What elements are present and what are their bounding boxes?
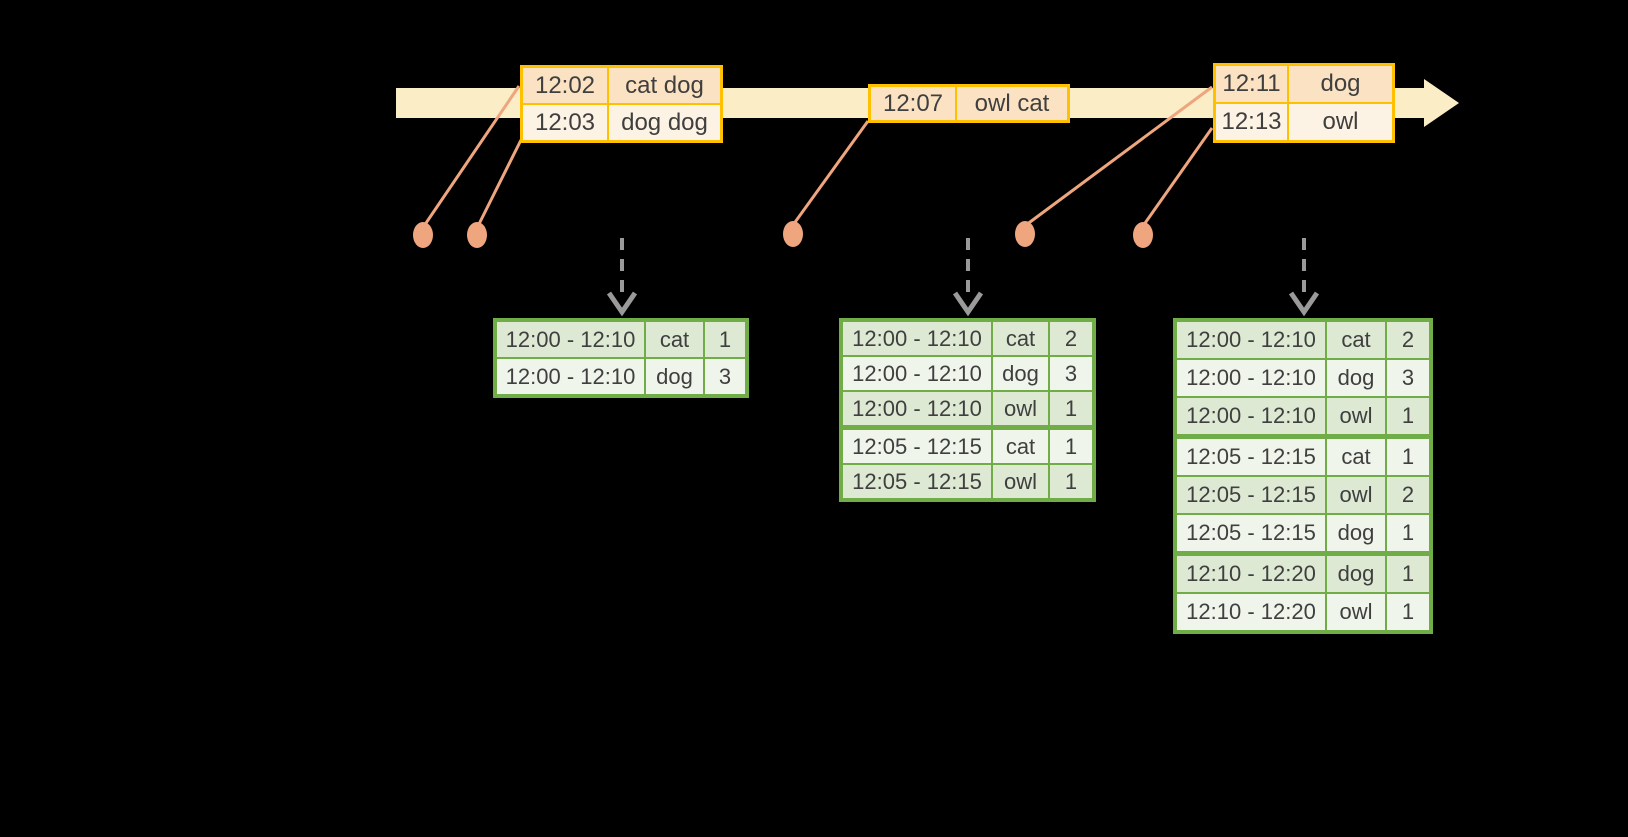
- trigger-arrows: [606, 238, 1320, 317]
- key-cell: cat: [993, 322, 1048, 355]
- result-row: 12:10 - 12:20 dog 1: [1177, 556, 1429, 592]
- window-cell: 12:00 - 12:10: [497, 359, 644, 394]
- window-cell: 12:00 - 12:10: [1177, 322, 1325, 358]
- trigger-arrowhead-icon: [606, 291, 638, 317]
- window-cell: 12:00 - 12:10: [1177, 398, 1325, 434]
- key-cell: cat: [993, 430, 1048, 463]
- count-cell: 2: [1387, 322, 1429, 358]
- event-value-cell: cat dog: [609, 68, 720, 103]
- key-cell: dog: [1327, 360, 1385, 396]
- key-cell: cat: [1327, 322, 1385, 358]
- window-cell: 12:00 - 12:10: [497, 322, 644, 357]
- result-row: 12:00 - 12:10 cat 1: [497, 322, 745, 357]
- event-marker-dots: [413, 221, 1153, 248]
- event-time-cell: 12:02: [523, 68, 607, 103]
- result-row: 12:05 - 12:15 owl 1: [843, 465, 1092, 498]
- key-cell: dog: [1327, 515, 1385, 551]
- event-time-cell: 12:03: [523, 105, 607, 140]
- event-time-cell: 12:13: [1216, 104, 1287, 140]
- key-cell: owl: [1327, 477, 1385, 513]
- event-row: 12:13 owl: [1216, 104, 1392, 140]
- result-row: 12:00 - 12:10 owl 1: [843, 392, 1092, 425]
- event-table-2: 12:07 owl cat: [868, 84, 1070, 123]
- result-row: 12:05 - 12:15 cat 1: [843, 430, 1092, 463]
- window-cell: 12:00 - 12:10: [843, 357, 991, 390]
- count-cell: 3: [1050, 357, 1092, 390]
- result-row: 12:00 - 12:10 dog 3: [1177, 360, 1429, 396]
- count-cell: 1: [1387, 515, 1429, 551]
- count-cell: 1: [1387, 398, 1429, 434]
- event-table-1: 12:02 cat dog 12:03 dog dog: [520, 65, 723, 143]
- result-row: 12:10 - 12:20 owl 1: [1177, 594, 1429, 630]
- key-cell: owl: [1327, 594, 1385, 630]
- count-cell: 1: [1050, 430, 1092, 463]
- window-cell: 12:00 - 12:10: [843, 392, 991, 425]
- window-cell: 12:05 - 12:15: [843, 430, 991, 463]
- leader-line-3: [791, 120, 870, 226]
- event-time-cell: 12:11: [1216, 66, 1287, 102]
- leader-line-2: [476, 139, 523, 227]
- key-cell: owl: [993, 465, 1048, 498]
- count-cell: 1: [1387, 556, 1429, 592]
- leader-line-4: [1025, 85, 1213, 227]
- result-row: 12:00 - 12:10 dog 3: [843, 357, 1092, 390]
- result-row: 12:00 - 12:10 cat 2: [1177, 322, 1429, 358]
- event-leader-lines: [422, 85, 1214, 227]
- count-cell: 1: [1387, 439, 1429, 475]
- event-dot-icon: [783, 221, 803, 247]
- window-cell: 12:10 - 12:20: [1177, 556, 1325, 592]
- leader-line-5: [1141, 127, 1214, 227]
- result-row: 12:05 - 12:15 owl 2: [1177, 477, 1429, 513]
- window-cell: 12:10 - 12:20: [1177, 594, 1325, 630]
- window-cell: 12:05 - 12:15: [1177, 439, 1325, 475]
- timeline-arrowhead-icon: [1424, 79, 1459, 127]
- trigger-arrowhead-icon: [1288, 291, 1320, 317]
- event-row: 12:11 dog: [1216, 66, 1392, 102]
- key-cell: owl: [1327, 398, 1385, 434]
- result-row: 12:05 - 12:15 cat 1: [1177, 439, 1429, 475]
- count-cell: 1: [1050, 392, 1092, 425]
- event-value-cell: owl: [1289, 104, 1392, 140]
- result-row: 12:00 - 12:10 owl 1: [1177, 398, 1429, 434]
- count-cell: 3: [705, 359, 745, 394]
- event-value-cell: dog dog: [609, 105, 720, 140]
- window-cell: 12:00 - 12:10: [843, 322, 991, 355]
- window-cell: 12:05 - 12:15: [1177, 477, 1325, 513]
- result-table-2: 12:00 - 12:10 cat 2 12:00 - 12:10 dog 3 …: [839, 318, 1096, 502]
- result-row: 12:00 - 12:10 dog 3: [497, 359, 745, 394]
- result-row: 12:05 - 12:15 dog 1: [1177, 515, 1429, 551]
- window-cell: 12:05 - 12:15: [843, 465, 991, 498]
- key-cell: owl: [993, 392, 1048, 425]
- event-value-cell: owl cat: [957, 87, 1067, 120]
- event-dot-icon: [1133, 222, 1153, 248]
- window-cell: 12:00 - 12:10: [1177, 360, 1325, 396]
- key-cell: dog: [993, 357, 1048, 390]
- event-dot-icon: [1015, 221, 1035, 247]
- event-dot-icon: [467, 222, 487, 248]
- result-table-3: 12:00 - 12:10 cat 2 12:00 - 12:10 dog 3 …: [1173, 318, 1433, 634]
- key-cell: cat: [1327, 439, 1385, 475]
- count-cell: 3: [1387, 360, 1429, 396]
- count-cell: 1: [1387, 594, 1429, 630]
- leader-line-1: [422, 85, 521, 227]
- count-cell: 1: [1050, 465, 1092, 498]
- event-table-3: 12:11 dog 12:13 owl: [1213, 63, 1395, 143]
- result-table-1: 12:00 - 12:10 cat 1 12:00 - 12:10 dog 3: [493, 318, 749, 398]
- key-cell: dog: [1327, 556, 1385, 592]
- trigger-arrowhead-icon: [952, 291, 984, 317]
- event-row: 12:07 owl cat: [871, 87, 1067, 120]
- event-value-cell: dog: [1289, 66, 1392, 102]
- event-time-cell: 12:07: [871, 87, 955, 120]
- key-cell: dog: [646, 359, 703, 394]
- count-cell: 2: [1387, 477, 1429, 513]
- result-row: 12:00 - 12:10 cat 2: [843, 322, 1092, 355]
- event-row: 12:03 dog dog: [523, 105, 720, 140]
- event-dot-icon: [413, 222, 433, 248]
- event-row: 12:02 cat dog: [523, 68, 720, 103]
- window-cell: 12:05 - 12:15: [1177, 515, 1325, 551]
- count-cell: 1: [705, 322, 745, 357]
- key-cell: cat: [646, 322, 703, 357]
- count-cell: 2: [1050, 322, 1092, 355]
